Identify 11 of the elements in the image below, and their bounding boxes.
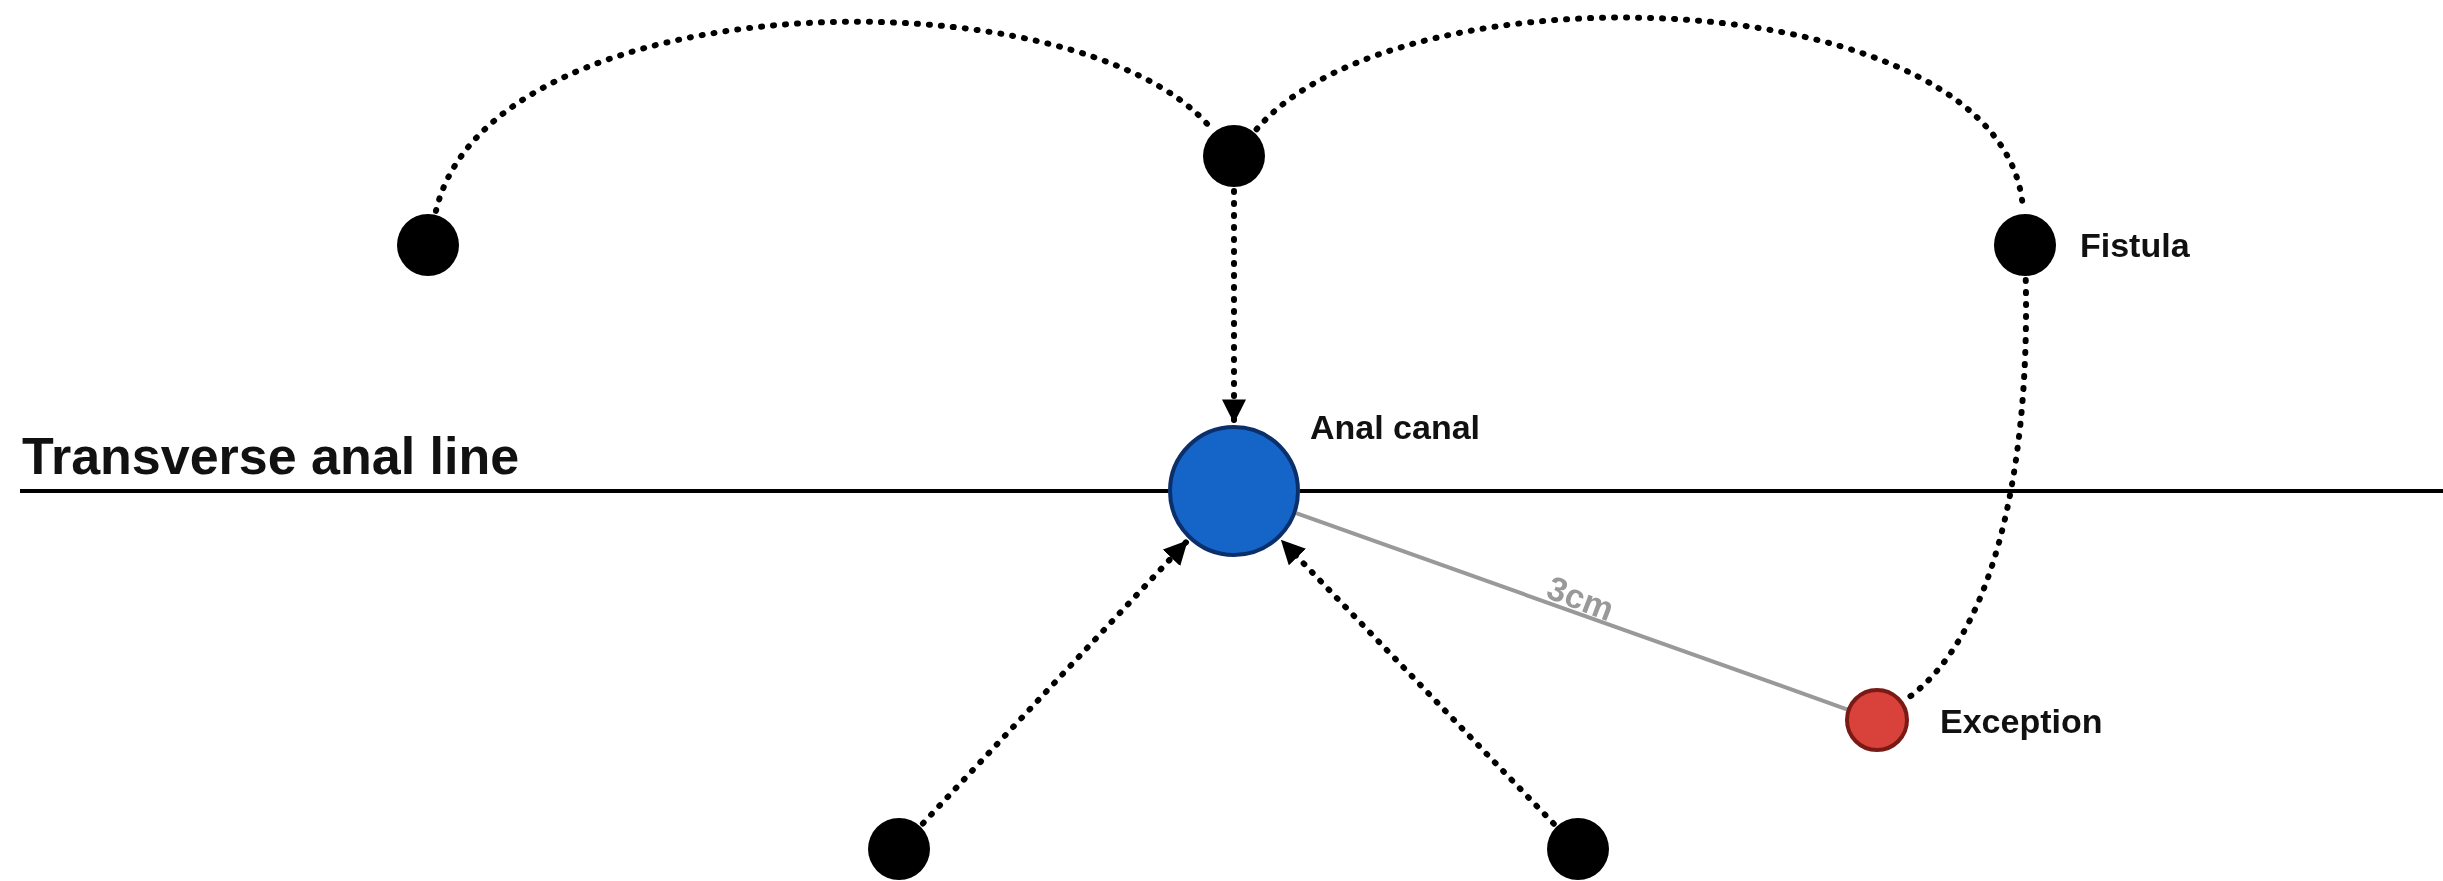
dimension-label: 3cm: [1542, 570, 1619, 627]
dotted-arrow: [919, 539, 1190, 827]
fistula-dot: [868, 818, 930, 880]
dotted-arrow: [1222, 188, 1246, 424]
node-label: Exception: [1940, 704, 2103, 738]
dotted-arrow: [1279, 538, 1557, 827]
node-label: Anal canal: [1310, 410, 1481, 444]
line-label: Transverse anal line: [22, 430, 520, 482]
fistula-dot: [1547, 818, 1609, 880]
node-label: Fistula: [2080, 228, 2190, 262]
exception-dot: [1845, 688, 1909, 752]
